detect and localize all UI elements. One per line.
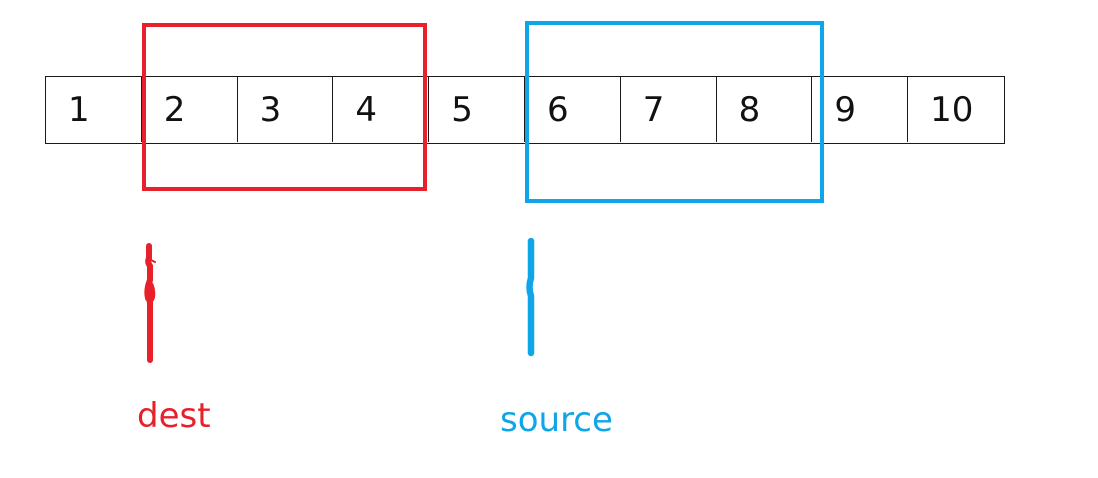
source-label: source [500,400,613,440]
array-cell: 4 [333,77,430,142]
dest-pointer-arrow [144,243,156,363]
array-cell: 8 [717,77,813,142]
source-pointer-arrow [526,237,535,357]
source-pointer-line [526,237,535,357]
array-cell: 1 [46,77,142,142]
array-cell: 6 [525,77,621,142]
array-cell: 3 [238,77,334,142]
array-cell: 2 [142,77,238,142]
dest-label: dest [137,396,211,436]
array-cell: 5 [429,77,525,142]
dest-pointer-tick [150,259,156,263]
array-cell: 9 [812,77,909,142]
dest-pointer-line [144,243,156,363]
dest-region-box [142,23,427,191]
source-region-box [525,21,824,203]
array-cell: 7 [621,77,717,142]
array-cell: 10 [930,89,974,130]
